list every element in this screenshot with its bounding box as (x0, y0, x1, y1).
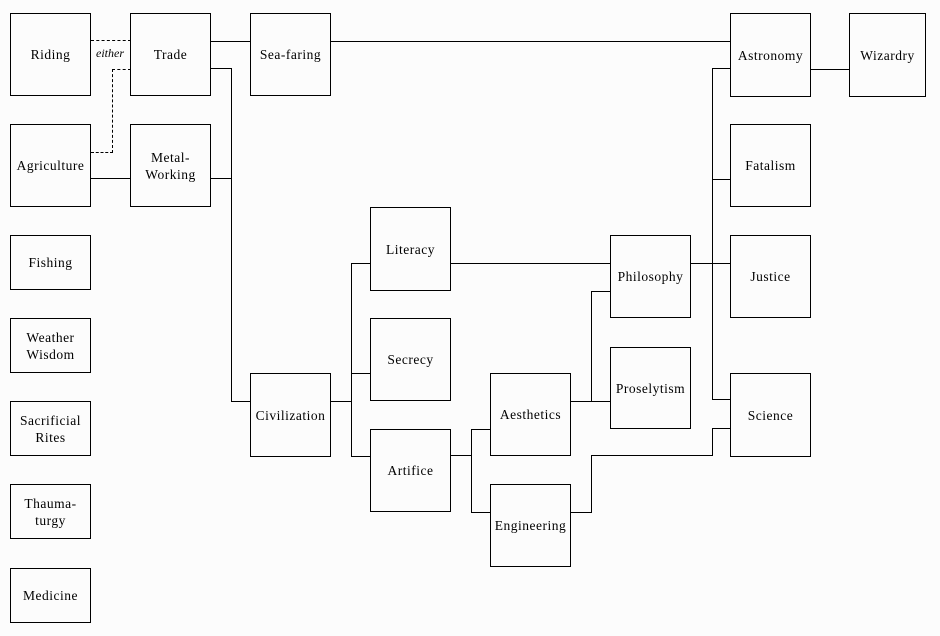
connector-astronomy-science-seg1 (712, 68, 713, 400)
connector-astronomy-science-seg2 (712, 399, 731, 400)
node-label: Riding (30, 47, 71, 62)
connector-engineering-science-seg0 (571, 512, 592, 513)
node-label: Philosophy (617, 269, 684, 284)
connector-civilization-branch-bus-seg0 (351, 263, 352, 457)
node-wizardry: Wizardry (849, 13, 926, 97)
node-sea-faring: Sea-faring (250, 13, 331, 96)
node-label: Sea-faring (259, 47, 322, 62)
connector-trade-civilization-seg1 (231, 68, 232, 402)
node-label: Medicine (23, 588, 78, 603)
connector-trade-sea-faring-seg0 (211, 41, 251, 42)
connector-riding-trade-seg0 (91, 40, 131, 41)
connector-agriculture-metal-working-seg0 (91, 178, 131, 179)
node-label: Secrecy (387, 352, 434, 367)
node-label: Artifice (387, 463, 434, 478)
node-artifice: Artifice (370, 429, 451, 512)
node-label: Astronomy (737, 47, 804, 63)
connector-engineering-science-seg4 (712, 428, 731, 429)
node-label: Engineering (494, 518, 567, 533)
node-civilization: Civilization (250, 373, 331, 457)
connector-engineering-science-seg1 (591, 455, 592, 513)
node-thauma-turgy: Thauma-turgy (10, 484, 91, 539)
node-medicine: Medicine (10, 568, 91, 623)
node-label: Proselytism (615, 380, 686, 396)
node-label: Science (747, 407, 794, 423)
node-astronomy: Astronomy (730, 13, 811, 97)
connector-bus-artifice-seg0 (351, 456, 371, 457)
connector-astronomy-wizardry-seg0 (811, 69, 850, 70)
connector-civilization-join-seg0 (331, 401, 352, 402)
connector-agriculture-trade-seg1 (112, 69, 113, 153)
connector-agriculture-trade-seg2 (112, 69, 131, 70)
node-label: Aesthetics (499, 407, 562, 422)
node-label: Wizardry (860, 47, 915, 63)
node-label: Fatalism (745, 158, 796, 173)
connector-philosophy-justice-seg0 (691, 263, 731, 264)
connector-bus-aesthetics-seg0 (471, 429, 491, 430)
connector-sea-faring-astronomy-seg0 (331, 41, 731, 42)
node-engineering: Engineering (490, 484, 571, 567)
node-science: Science (730, 373, 811, 457)
connector-metal-working-join-seg0 (211, 178, 232, 179)
connector-bus-engineering-seg0 (471, 512, 491, 513)
connector-bus-secrecy-seg0 (351, 373, 371, 374)
node-fatalism: Fatalism (730, 124, 811, 207)
connector-bus-fatalism-seg0 (712, 179, 731, 180)
connector-artifice-branch-bus-seg0 (471, 429, 472, 513)
connector-literacy-philosophy-seg0 (451, 263, 611, 264)
node-aesthetics: Aesthetics (490, 373, 571, 456)
connector-astronomy-science-seg0 (712, 68, 731, 69)
node-label: Agriculture (16, 158, 85, 173)
node-label: Metal-Working (145, 149, 196, 182)
node-label: Literacy (386, 241, 435, 257)
node-literacy: Literacy (370, 207, 451, 291)
node-label: Trade (153, 47, 188, 62)
connector-engineering-science-seg3 (712, 428, 713, 456)
connector-engineering-science-seg2 (591, 455, 713, 456)
node-label: Justice (750, 269, 791, 284)
node-riding: Riding (10, 13, 91, 96)
connector-artifice-join-seg0 (451, 455, 472, 456)
connector-aesthetics-philosophy-seg0 (591, 291, 592, 402)
node-trade: Trade (130, 13, 211, 96)
node-agriculture: Agriculture (10, 124, 91, 207)
connector-aesthetics-philosophy-seg1 (591, 291, 611, 292)
node-label: Civilization (255, 407, 326, 423)
node-philosophy: Philosophy (610, 235, 691, 318)
either-condition-label: either (92, 46, 128, 61)
node-metal-working: Metal-Working (130, 124, 211, 207)
node-secrecy: Secrecy (370, 318, 451, 401)
connector-agriculture-trade-seg0 (91, 152, 113, 153)
connector-bus-literacy-seg0 (351, 263, 371, 264)
node-label: Fishing (28, 255, 73, 270)
node-fishing: Fishing (10, 235, 91, 290)
node-label: Thauma-turgy (24, 495, 77, 528)
node-proselytism: Proselytism (610, 347, 691, 429)
connector-trade-civilization-seg0 (211, 68, 232, 69)
connector-trade-civilization-seg2 (231, 401, 251, 402)
node-justice: Justice (730, 235, 811, 318)
